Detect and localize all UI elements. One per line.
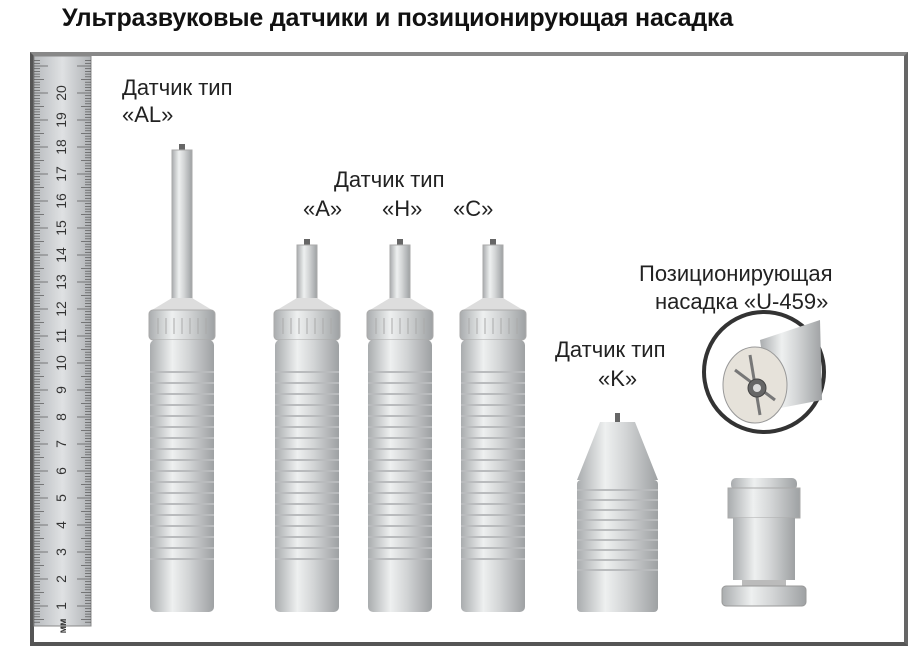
- label-line: Датчик тип: [122, 75, 233, 100]
- ruler-number: 7: [53, 440, 69, 448]
- ruler-number: 6: [53, 467, 69, 475]
- probe-c: [459, 239, 527, 612]
- ruler-number: 9: [53, 386, 69, 394]
- ruler-number: 18: [53, 139, 69, 155]
- ruler-number: 5: [53, 494, 69, 502]
- ruler-number: 4: [53, 521, 69, 529]
- ruler-number: 19: [53, 112, 69, 128]
- nozzle-closeup: [702, 310, 826, 434]
- label-type: «AL»: [122, 102, 174, 127]
- ruler-number: 17: [53, 166, 69, 182]
- ruler-number: 11: [53, 329, 69, 344]
- nozzle-label-line1: Позиционирующая: [639, 261, 833, 286]
- probe-k: [577, 413, 658, 612]
- ruler-number: 13: [53, 274, 69, 290]
- ruler-number: 12: [53, 301, 69, 317]
- probe-k-type: «K»: [598, 366, 638, 391]
- probe-c-label: «C»: [453, 196, 494, 221]
- probe-k-label: Датчик тип: [555, 337, 666, 362]
- ruler-number: 1: [53, 602, 69, 610]
- ruler-number: 16: [53, 193, 69, 209]
- ruler-number: 14: [53, 247, 69, 263]
- nozzle-u459: [721, 478, 807, 607]
- ruler-number: 10: [53, 355, 69, 371]
- probe-h-label: «H»: [382, 196, 423, 221]
- probe-al-label: Датчик тип «AL»: [122, 74, 233, 128]
- ruler-number: 15: [53, 220, 69, 236]
- ruler-number: 20: [53, 85, 69, 101]
- probe-h: [366, 239, 434, 612]
- ruler-number: 2: [53, 575, 69, 583]
- page-title: Ультразвуковые датчики и позиционирующая…: [62, 4, 734, 32]
- probe-group-label: Датчик тип: [334, 167, 445, 192]
- probe-al: [148, 144, 216, 612]
- ruler-unit: мм: [58, 619, 69, 634]
- ruler-number: 3: [53, 548, 69, 556]
- probe-a-label: «A»: [303, 196, 343, 221]
- probe-a: [273, 239, 341, 612]
- ruler-number: 8: [53, 413, 69, 421]
- nozzle-label-line2: насадка «U-459»: [655, 289, 829, 314]
